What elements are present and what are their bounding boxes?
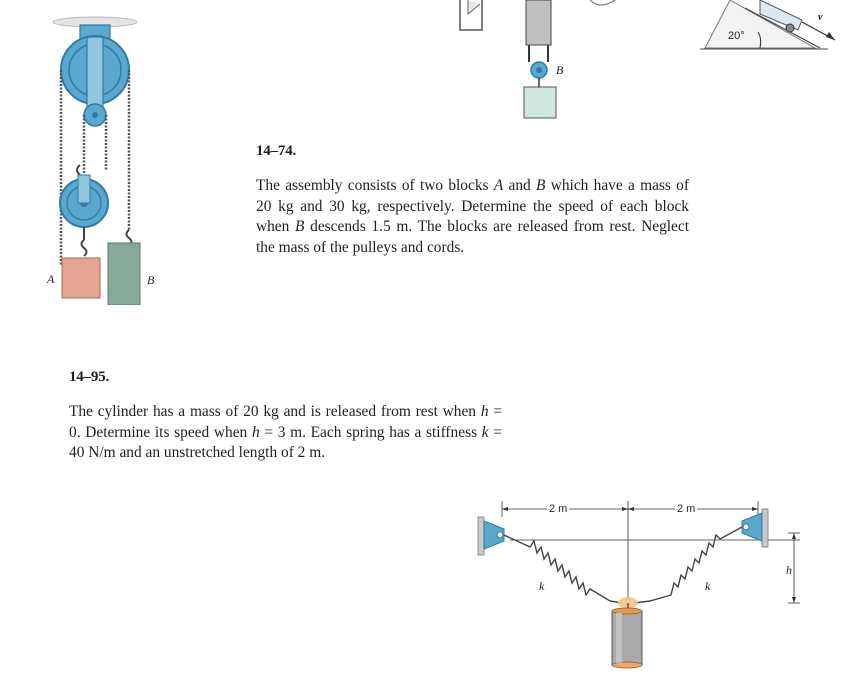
top-angle-label: 20° [728,30,745,42]
right-spring-shape [633,526,743,604]
pulley-assembly-figure [52,16,141,305]
problem-74-number: 14–74. [256,143,297,159]
cart-shape [759,0,803,33]
block-a-shape [61,257,101,299]
problem-74-text: The assembly consists of two blocks A an… [256,177,690,256]
problem-95-text: The cylinder has a mass of 20 kg and is … [69,403,503,461]
figure-label-b: B [147,273,155,287]
right-wall-bracket-shape [741,508,769,548]
spring-cylinder-figure [477,501,800,669]
cylinder-shape [611,607,643,669]
spring-label-k-right: k [705,579,711,593]
left-wall-bracket-shape [477,516,505,556]
top-strip-figure [459,0,836,119]
dimension-left: 2 m [547,503,570,515]
figure-label-a: A [47,272,55,286]
spring-label-k-left: k [539,579,545,593]
support-bracket-shape [459,0,483,31]
left-spring-shape [503,534,623,604]
dimension-right: 2 m [675,503,698,515]
block-b-shape [523,86,557,119]
top-label-b: B [556,63,564,77]
problem-95-number: 14–95. [69,369,110,385]
height-label-h: h [786,563,792,577]
block-b-shape [107,242,141,305]
top-velocity-label: v [818,12,823,23]
